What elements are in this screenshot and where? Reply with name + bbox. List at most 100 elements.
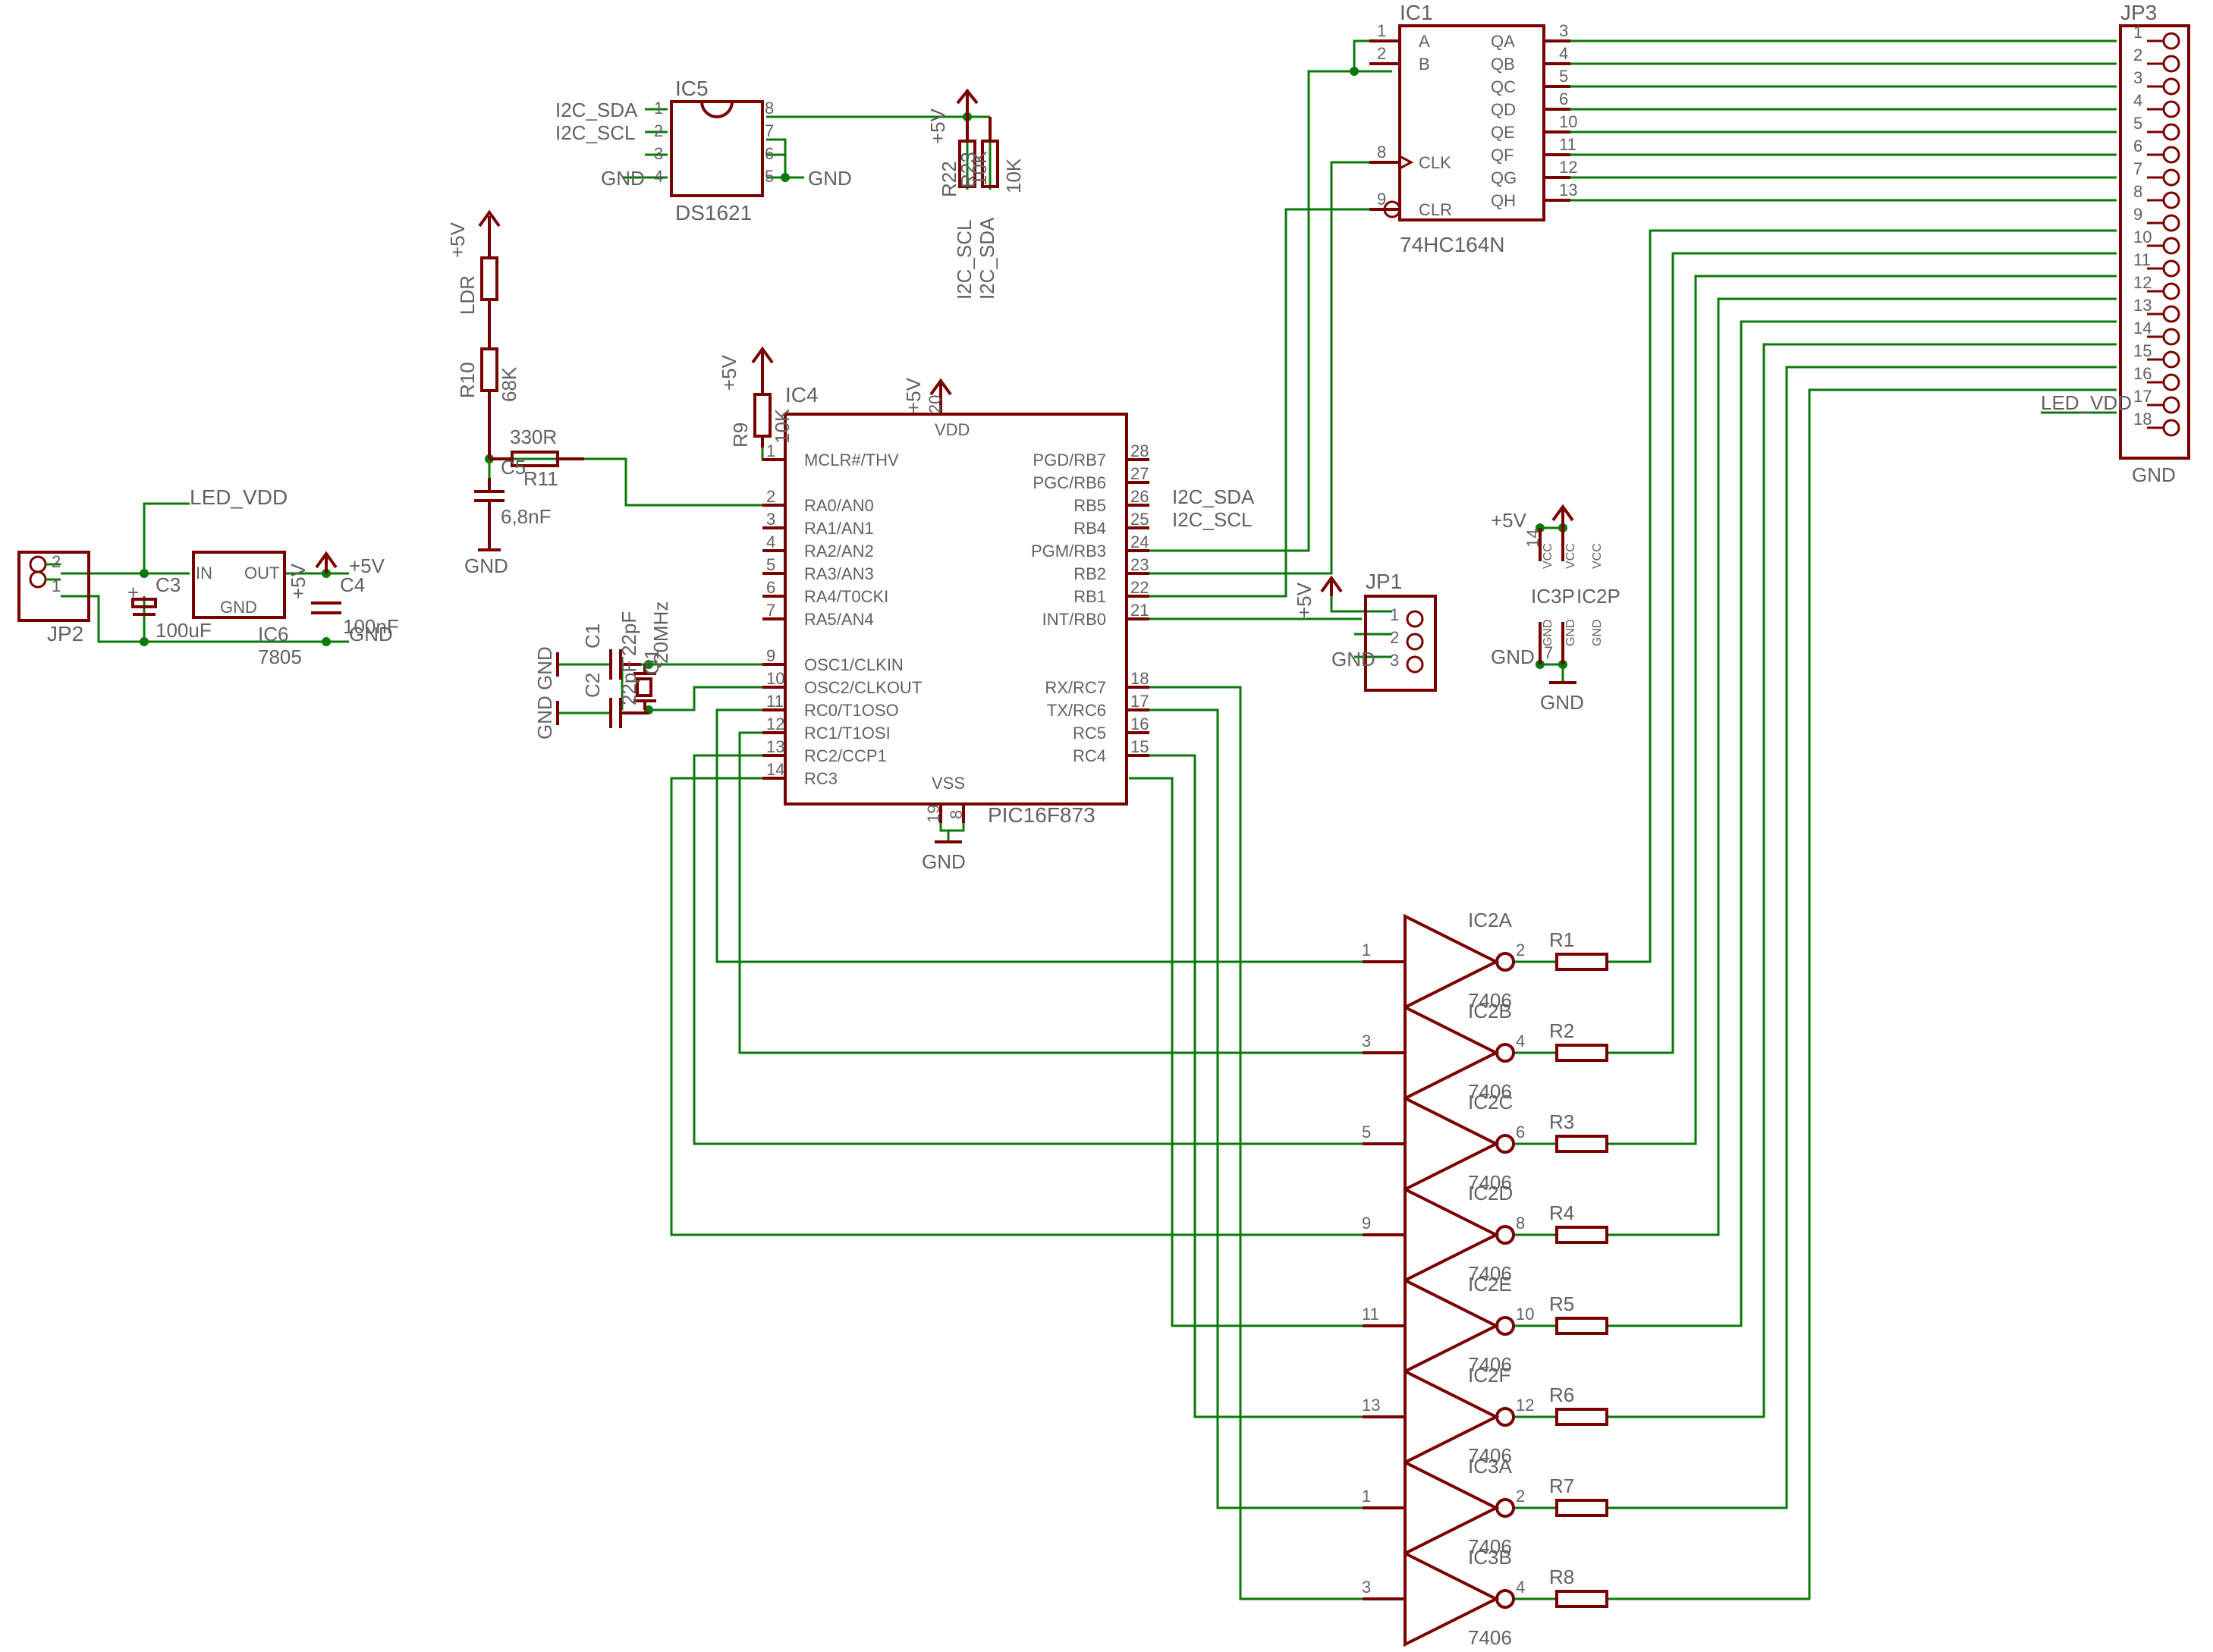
ic4-pin-name: OSC2/CLKOUT xyxy=(804,678,922,697)
jp3-pin-contact xyxy=(2162,259,2180,278)
inverter-value: 7406 xyxy=(1468,1262,1512,1285)
jp3-pin-number: 9 xyxy=(2133,205,2142,224)
ic5-pin-number: 2 xyxy=(654,121,663,140)
jp3-pin-contact xyxy=(2162,350,2180,369)
jp1-pin-contact xyxy=(1406,655,1424,674)
ic4-pin-name: TX/RC6 xyxy=(1047,701,1106,720)
resistor-ref: R5 xyxy=(1549,1292,1574,1315)
oscillator-network: GND GND C1 C2 22pF 22pF Q1 20MHz xyxy=(533,601,672,740)
ic6-supply: +5V xyxy=(287,563,310,599)
ic4-pin-number: 2 xyxy=(766,487,775,506)
power-supply-section: 2 1 JP2 LED_VDD IN OUT GND IC6 7805 +5V … xyxy=(17,485,399,668)
ic4-vdd: VDD xyxy=(935,420,970,439)
ic4-pin-name: RC3 xyxy=(804,769,838,788)
inverter-value: 7406 xyxy=(1468,1535,1512,1558)
inverter-output-pin: 8 xyxy=(1516,1214,1525,1233)
ic2p-vcc-label: VCC xyxy=(1591,543,1604,569)
jp3-pin-number: 10 xyxy=(2133,228,2152,247)
jp1-pin-contact xyxy=(1406,610,1424,628)
r22-value: 10K xyxy=(968,150,991,186)
jp1-gnd: GND xyxy=(1331,648,1375,671)
gate-power-pins: +5V VCC VCC VCC GND GND GND 14 7 IC3P IC… xyxy=(1491,504,1620,714)
ic4-pin-name: RX/RC7 xyxy=(1045,678,1106,697)
r9-resistor: +5V R9 10K xyxy=(718,346,794,448)
ic1-pin-name: QA xyxy=(1491,32,1515,51)
r10-value: 68K xyxy=(498,366,520,402)
ic4-pin-number: 14 xyxy=(766,760,784,779)
inverter-ref: IC2C xyxy=(1468,1091,1513,1113)
series-resistor xyxy=(1555,1044,1608,1062)
inverter-ref: IC3B xyxy=(1468,1546,1512,1569)
jp2-ref: JP2 xyxy=(47,622,83,645)
jp3-pin-contact xyxy=(2162,123,2180,141)
jp3-pin-contact xyxy=(2162,305,2180,323)
inverter-ref: IC2A xyxy=(1468,909,1512,931)
jp3-pin-contact xyxy=(2162,328,2180,346)
ic4-pin-number: 27 xyxy=(1130,464,1149,483)
ic5-pin-net: GND xyxy=(808,167,852,190)
ic5-pin-number: 8 xyxy=(765,99,774,118)
ic4-pin-number: 17 xyxy=(1130,692,1149,711)
jp3-pin-number: 14 xyxy=(2133,319,2152,338)
wires xyxy=(61,39,2117,1600)
ic1-pin-number: 1 xyxy=(1377,21,1386,40)
inverter-ref: IC3A xyxy=(1468,1455,1512,1478)
led-vdd-net: LED_VDD xyxy=(190,485,288,509)
jp3-pin-contact xyxy=(2162,168,2180,187)
ic4-pin-number: 6 xyxy=(766,578,775,597)
ic1-pin-name: CLR xyxy=(1419,200,1452,219)
ic4-pin-number: 12 xyxy=(766,715,784,733)
r11-value: 330R xyxy=(510,426,557,448)
jp3-pin-number: 12 xyxy=(2133,273,2152,292)
ic1-pin-number: 4 xyxy=(1559,44,1568,63)
ldr-supply: +5V xyxy=(446,221,469,258)
pullup-resistors: R22 R23 10K 10K +5V I2C_SCL I2C_SDA xyxy=(926,88,1025,300)
ic4-pin-name: RA2/AN2 xyxy=(804,542,874,561)
ic4-pin-number: 5 xyxy=(766,555,775,574)
ic3p-vcc: VCC xyxy=(1542,543,1554,569)
inverter-value: 7406 xyxy=(1468,1171,1512,1194)
resistor-ref: R8 xyxy=(1549,1566,1574,1588)
jp3-pin-number: 3 xyxy=(2133,68,2142,87)
jp1-connector: JP1 123 +5V GND xyxy=(1293,570,1437,692)
inverter-ref: IC2B xyxy=(1468,1000,1512,1022)
ic4-vss-pin-8: 8 xyxy=(947,810,966,819)
series-resistor xyxy=(1555,1499,1608,1517)
c4-gnd: GND xyxy=(349,623,393,645)
inverter-output-pin: 12 xyxy=(1516,1396,1534,1415)
ic4-pin-number: 25 xyxy=(1130,510,1149,529)
r23-net: I2C_SDA xyxy=(976,217,998,300)
c5-value: 6,8nF xyxy=(501,505,552,528)
r22-net: I2C_SCL xyxy=(953,220,976,300)
jp3-pin-number: 8 xyxy=(2133,182,2142,201)
ic4-pin-name: RA5/AN4 xyxy=(804,610,874,629)
c2-value: 22pF xyxy=(618,661,640,705)
jp3-pin-contact xyxy=(2162,282,2180,300)
jp3-pin-number: 4 xyxy=(2133,91,2142,110)
c4-supply: +5V xyxy=(349,554,385,577)
jp3-led-vdd: LED_VDD xyxy=(2041,391,2132,414)
inverter-value: 7406 xyxy=(1468,1080,1512,1103)
ic4-right-pins: 28PGD/RB727PGC/RB626RB525RB424PGM/RB323R… xyxy=(1031,441,1149,765)
ic1-pin-name: QB xyxy=(1491,55,1515,74)
jp3-pin-number: 6 xyxy=(2133,137,2142,155)
r22-ref: R22 xyxy=(938,161,960,197)
jp3-gnd: GND xyxy=(2132,463,2176,486)
c3-ref: C3 xyxy=(156,573,181,596)
ic2p-ref: IC2P xyxy=(1576,585,1620,608)
ic4-pin-name: RA3/AN3 xyxy=(804,564,874,583)
q1-value: 20MHz xyxy=(649,601,672,664)
power-gnd-left: GND xyxy=(1491,645,1535,668)
ic1-pin-name: QF xyxy=(1491,146,1514,165)
ic4-pin-name: RA1/AN1 xyxy=(804,519,874,538)
ic5-pin-net: I2C_SCL xyxy=(555,121,636,144)
inverter-input-pin: 1 xyxy=(1362,1487,1371,1506)
